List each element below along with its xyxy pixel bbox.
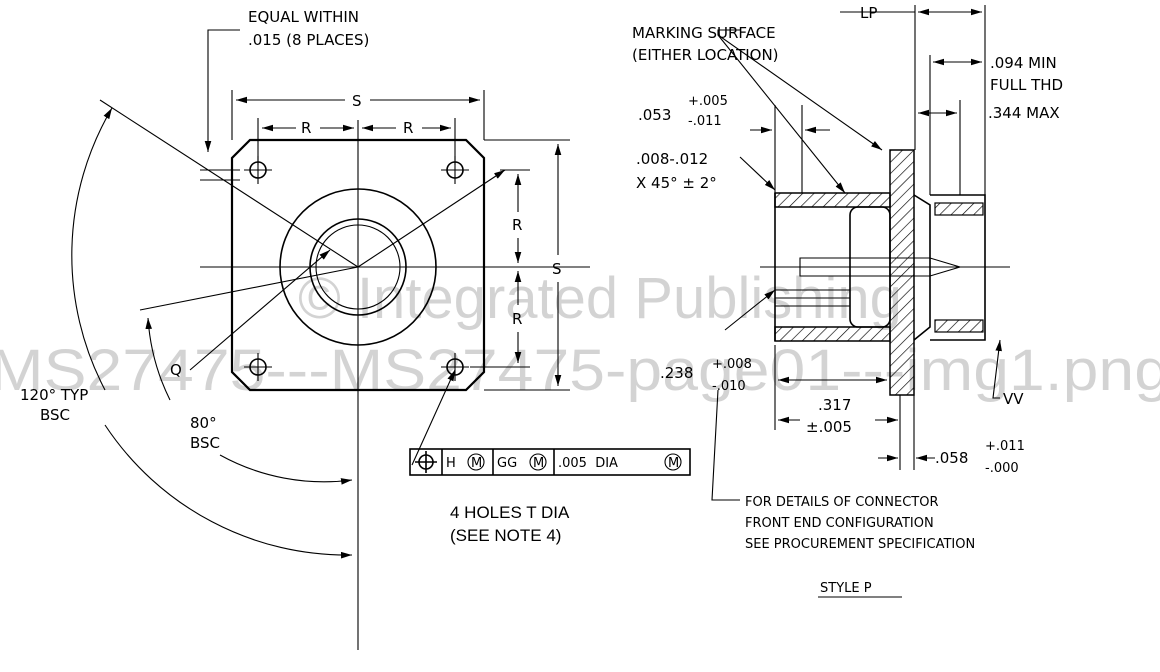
mmc-label: M bbox=[668, 456, 679, 471]
side-view-labels: MARKING SURFACE (EITHER LOCATION) LP .09… bbox=[632, 4, 1063, 596]
mmc-icon bbox=[664, 453, 682, 471]
note-line-2: FRONT END CONFIGURATION bbox=[745, 516, 934, 531]
angle-80-label: 80° bbox=[190, 414, 217, 432]
chamfer-label: .008-.012 bbox=[636, 150, 708, 168]
vv-label: VV bbox=[1003, 390, 1024, 408]
dim-317: .317 bbox=[818, 396, 851, 414]
dim-r-upper: R bbox=[512, 216, 522, 234]
holes-note: 4 HOLES T DIA bbox=[450, 503, 570, 522]
dim-058-minus: -.000 bbox=[985, 461, 1019, 476]
holes-see-note: (SEE NOTE 4) bbox=[450, 526, 561, 545]
full-thd-label: FULL THD bbox=[990, 76, 1063, 94]
side-view bbox=[711, 5, 1010, 598]
mmc-icon bbox=[529, 453, 547, 471]
dim-238-minus: -.010 bbox=[712, 379, 746, 394]
dim-238: .238 bbox=[660, 364, 693, 382]
min-094-label: .094 MIN bbox=[990, 54, 1057, 72]
flange-plate bbox=[230, 138, 486, 392]
dim-053-minus: -.011 bbox=[688, 114, 722, 129]
marking-surface-label: MARKING SURFACE bbox=[632, 24, 776, 42]
dim-s-side: S bbox=[552, 260, 562, 278]
datum-h: H bbox=[446, 456, 456, 471]
position-icon bbox=[415, 451, 437, 473]
marking-location-label: (EITHER LOCATION) bbox=[632, 46, 779, 64]
equal-within-label: EQUAL WITHIN bbox=[248, 8, 359, 26]
chamfer-angle-label: X 45° ± 2° bbox=[636, 174, 717, 192]
datum-gg: GG bbox=[497, 456, 517, 471]
feature-control-frame: H M GG M .005 DIA M bbox=[409, 448, 691, 476]
dim-r-lower: R bbox=[512, 310, 522, 328]
dim-053-plus: +.005 bbox=[688, 94, 728, 109]
angle-120-label: 120° TYP bbox=[20, 386, 88, 404]
dim-053: .053 bbox=[638, 106, 671, 124]
style-label: STYLE P bbox=[820, 581, 872, 596]
watermark: © Integrated Publishing MS27475---MS2747… bbox=[0, 266, 1160, 403]
angle-80-bsc: BSC bbox=[190, 434, 220, 452]
dim-058-plus: +.011 bbox=[985, 439, 1025, 454]
tolerance-value: .005 DIA bbox=[558, 456, 618, 471]
dim-r-left: R bbox=[301, 119, 311, 137]
dim-r-right: R bbox=[403, 119, 413, 137]
mmc-icon bbox=[467, 453, 485, 471]
equal-places-label: .015 (8 PLACES) bbox=[248, 31, 369, 49]
dim-238-plus: +.008 bbox=[712, 357, 752, 372]
front-view-labels: EQUAL WITHIN .015 (8 PLACES) S R R R R S… bbox=[20, 8, 691, 545]
lp-label: LP bbox=[860, 4, 877, 22]
angle-120-bsc: BSC bbox=[40, 406, 70, 424]
max-344-label: .344 MAX bbox=[988, 104, 1060, 122]
watermark-line-1: © Integrated Publishing bbox=[298, 266, 902, 331]
watermark-line-2: MS27475---MS27475-page01---img1.png bbox=[0, 338, 1160, 403]
note-line-3: SEE PROCUREMENT SPECIFICATION bbox=[745, 537, 975, 552]
dim-s-top: S bbox=[352, 92, 362, 110]
dim-q: Q bbox=[170, 361, 182, 379]
note-line-1: FOR DETAILS OF CONNECTOR bbox=[745, 495, 938, 510]
dim-058: .058 bbox=[935, 449, 968, 467]
dim-317-tol: ±.005 bbox=[806, 418, 852, 436]
mmc-label: M bbox=[471, 456, 482, 471]
mounting-holes bbox=[244, 156, 469, 381]
mmc-label: M bbox=[533, 456, 544, 471]
